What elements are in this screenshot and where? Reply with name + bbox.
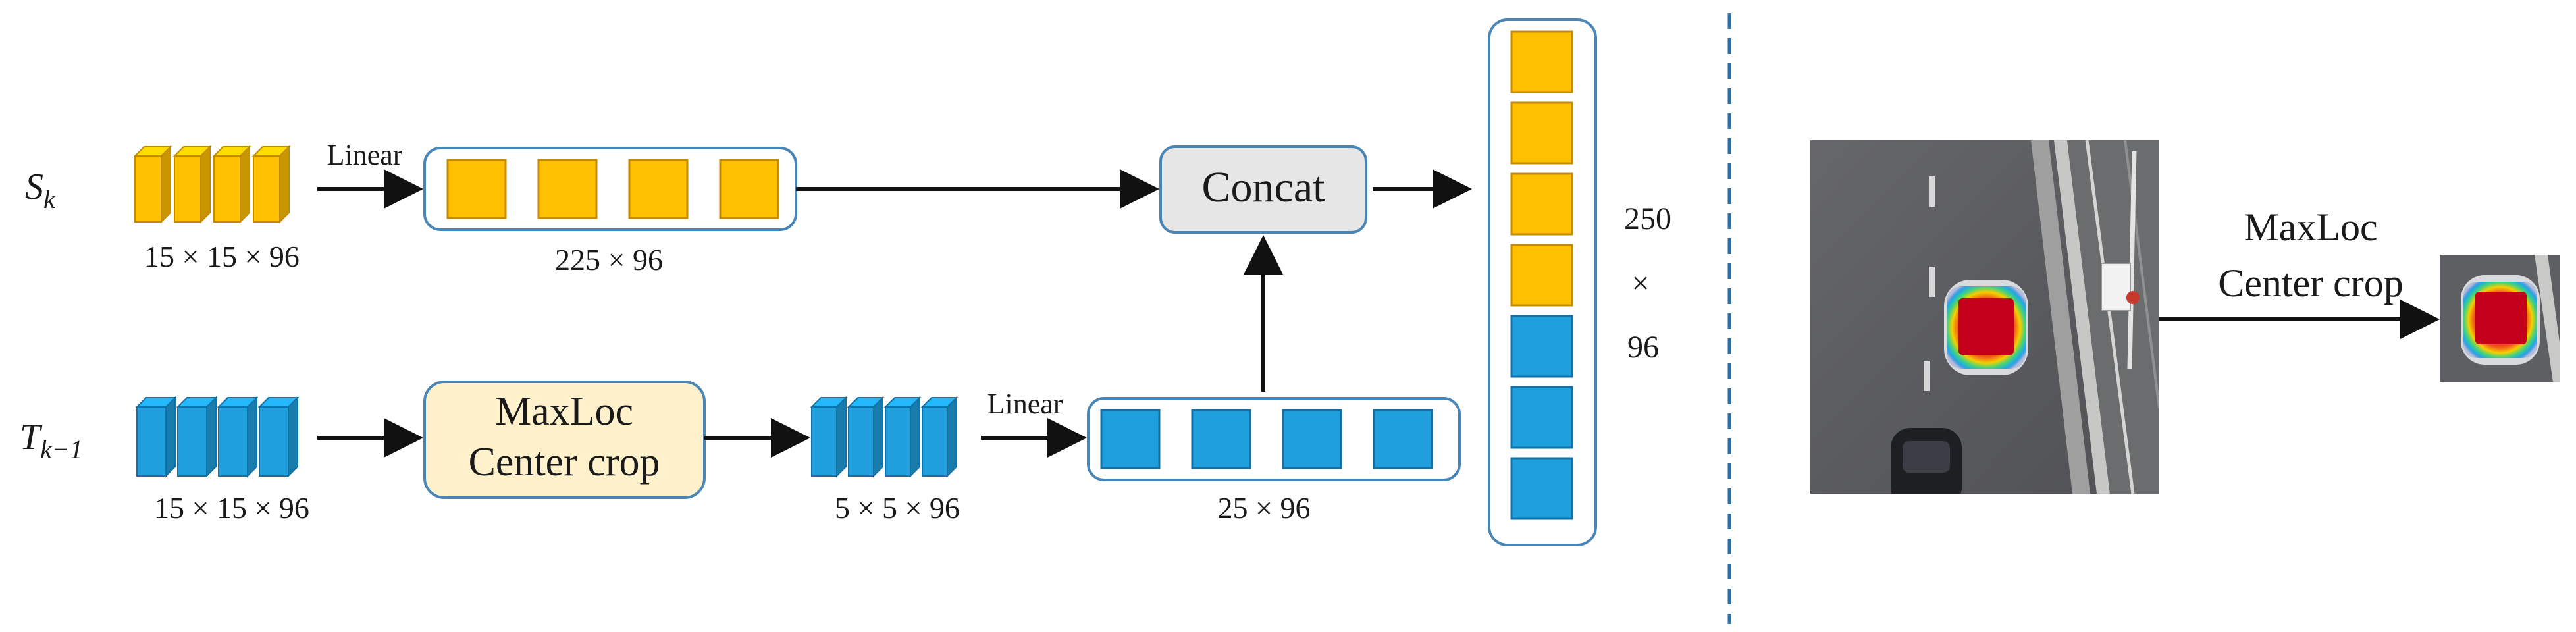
bottom-row-variable-base: T — [20, 417, 43, 458]
yellow-token — [719, 159, 779, 219]
bottom-input-dim-label: 15 × 15 × 96 — [154, 491, 309, 525]
bottom-cropped-dim-label: 5 × 5 × 96 — [835, 491, 960, 525]
top-row-variable: Sk — [25, 167, 56, 214]
top-sequence-dim-label: 225 × 96 — [555, 243, 663, 276]
bottom-feature-slab — [257, 396, 300, 478]
cropped-feature-slab — [920, 396, 959, 478]
blue-token — [1191, 409, 1251, 469]
yellow-token — [628, 159, 689, 219]
bottom-sequence-container — [1087, 397, 1461, 481]
output-blue-token — [1510, 315, 1573, 378]
top-feature-slab — [172, 145, 212, 224]
top-feature-slab — [212, 145, 251, 224]
output-yellow-token — [1510, 244, 1573, 307]
cropped-feature-slab — [810, 396, 848, 478]
bottom-row-variable-subscript: k−1 — [40, 434, 83, 464]
crop-box-line1: MaxLoc — [495, 389, 633, 434]
output-yellow-token — [1510, 172, 1573, 236]
top-input-stack — [133, 145, 291, 224]
bottom-sequence-tokens — [1100, 409, 1433, 469]
bottom-feature-slab — [217, 396, 259, 478]
top-feature-slab — [251, 145, 291, 224]
blue-token — [1282, 409, 1342, 469]
output-blue-token — [1510, 386, 1573, 449]
output-column-tokens — [1510, 30, 1573, 520]
bottom-cropped-stack — [810, 396, 959, 478]
blue-token — [1100, 409, 1161, 469]
example-label-line2: Center crop — [2218, 261, 2404, 305]
output-yellow-token — [1510, 101, 1573, 165]
concat-label: Concat — [1202, 163, 1325, 211]
bottom-feature-slab — [135, 396, 177, 478]
yellow-token — [446, 159, 507, 219]
top-row-variable-subscript: k — [43, 184, 56, 214]
aerial-road-heatmap-image — [1810, 140, 2159, 494]
cropped-feature-slab — [883, 396, 922, 478]
output-dim-line3: 96 — [1627, 330, 1659, 365]
bottom-row-variable: Tk−1 — [20, 417, 83, 464]
example-label-line1: MaxLoc — [2244, 205, 2377, 249]
top-feature-slab — [133, 145, 172, 224]
top-sequence-tokens — [446, 159, 779, 219]
yellow-token — [537, 159, 598, 219]
cropped-feature-slab — [847, 396, 885, 478]
bottom-sequence-dim-label: 25 × 96 — [1218, 491, 1311, 525]
output-yellow-token — [1510, 30, 1573, 93]
cropped-car-heatmap-image — [2440, 255, 2560, 382]
top-input-dim-label: 15 × 15 × 96 — [144, 240, 300, 273]
output-dim-line1: 250 — [1624, 201, 1671, 236]
top-linear-label: Linear — [327, 139, 403, 171]
top-row-variable-base: S — [25, 167, 43, 207]
bottom-linear-label: Linear — [987, 388, 1063, 420]
bottom-input-stack — [135, 396, 300, 478]
concat-box — [1159, 145, 1367, 234]
crop-box-line2: Center crop — [469, 440, 660, 485]
bottom-feature-slab — [176, 396, 218, 478]
output-dim-line2: × — [1631, 266, 1649, 301]
output-blue-token — [1510, 457, 1573, 520]
blue-token — [1373, 409, 1433, 469]
